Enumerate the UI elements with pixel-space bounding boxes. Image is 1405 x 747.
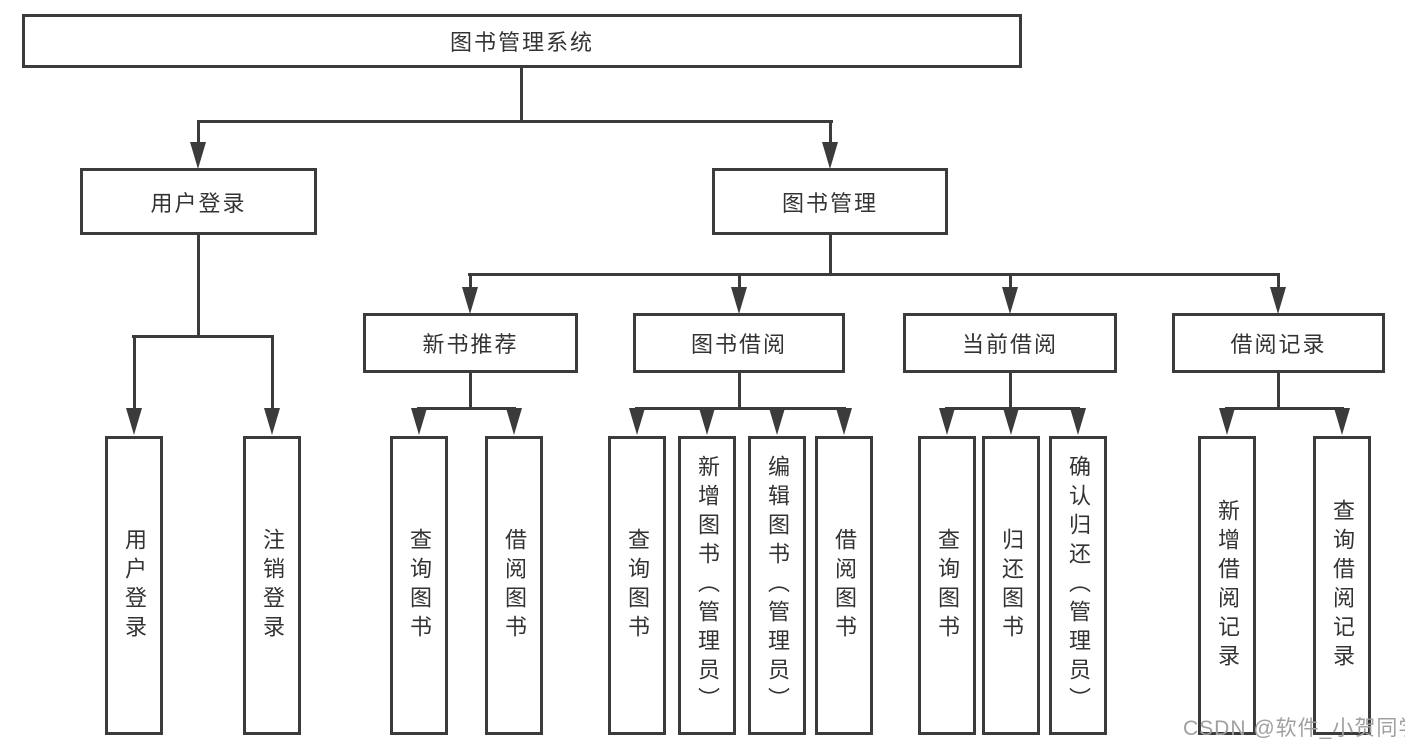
leaf-borrow-books-new: 借阅图书 — [485, 436, 543, 735]
connector-line — [829, 235, 832, 276]
node-label: 用户登录 — [150, 190, 247, 216]
connector-line — [133, 335, 136, 411]
leaf-label: 查询图书 — [407, 527, 432, 644]
node-book-management: 图书管理 — [712, 168, 948, 235]
node-book-borrowing: 图书借阅 — [633, 313, 845, 373]
leaf-query-books-current: 查询图书 — [918, 436, 976, 735]
leaf-query-borrow-record: 查询借阅记录 — [1313, 436, 1371, 735]
arrow-down-icon — [731, 287, 747, 314]
leaf-borrow-books-borrow: 借阅图书 — [815, 436, 873, 735]
watermark: CSDN @软件_小贺同学 — [1183, 717, 1405, 740]
node-label: 当前借阅 — [961, 332, 1058, 357]
leaf-label: 确认归还（管理员） — [1066, 455, 1091, 716]
leaf-label: 新增借阅记录 — [1215, 498, 1240, 673]
connector-line — [1009, 373, 1012, 410]
leaf-label: 编辑图书（管理员） — [765, 455, 790, 716]
leaf-confirm-return-admin: 确认归还（管理员） — [1049, 436, 1107, 735]
connector-line — [271, 335, 274, 411]
arrow-down-icon — [1270, 287, 1286, 314]
arrow-down-icon — [836, 408, 852, 435]
leaf-label: 查询图书 — [935, 527, 960, 644]
arrow-down-icon — [1002, 287, 1018, 314]
connector-line — [635, 407, 846, 410]
connector-line — [829, 120, 832, 146]
node-root: 图书管理系统 — [22, 14, 1022, 68]
leaf-query-books-new: 查询图书 — [390, 436, 448, 735]
connector-line — [1277, 373, 1280, 410]
leaf-label: 用户登录 — [122, 527, 147, 644]
connector-line — [1009, 273, 1012, 290]
leaf-label: 新增图书（管理员） — [695, 455, 720, 716]
leaf-logout: 注销登录 — [243, 436, 301, 735]
arrow-down-icon — [1070, 408, 1086, 435]
connector-line — [738, 273, 741, 290]
leaf-label: 借阅图书 — [502, 527, 527, 644]
arrow-down-icon — [1334, 408, 1350, 435]
connector-line — [469, 273, 472, 290]
node-label: 新书推荐 — [422, 332, 519, 357]
arrow-down-icon — [1219, 408, 1235, 435]
leaf-label: 查询借阅记录 — [1330, 498, 1355, 673]
leaf-edit-book-admin: 编辑图书（管理员） — [748, 436, 806, 735]
connector-line — [417, 407, 516, 410]
arrow-down-icon — [506, 408, 522, 435]
leaf-add-borrow-record: 新增借阅记录 — [1198, 436, 1256, 735]
node-label: 图书管理 — [781, 190, 878, 216]
leaf-user-login: 用户登录 — [105, 436, 163, 735]
arrow-down-icon — [411, 408, 427, 435]
node-label: 借阅记录 — [1230, 332, 1327, 357]
arrow-down-icon — [699, 408, 715, 435]
arrow-down-icon — [769, 408, 785, 435]
connector-line — [132, 335, 274, 338]
leaf-return-book: 归还图书 — [982, 436, 1040, 735]
arrow-down-icon — [629, 408, 645, 435]
node-label: 图书借阅 — [690, 332, 787, 357]
arrow-down-icon — [822, 142, 838, 169]
node-user-login: 用户登录 — [80, 168, 317, 235]
node-label: 图书管理系统 — [449, 30, 594, 55]
arrow-down-icon — [939, 408, 955, 435]
arrow-down-icon — [1003, 408, 1019, 435]
arrow-down-icon — [462, 287, 478, 314]
arrow-down-icon — [190, 142, 206, 169]
node-borrowing-records: 借阅记录 — [1172, 313, 1385, 373]
arrow-down-icon — [126, 408, 142, 435]
leaf-label: 借阅图书 — [832, 527, 857, 644]
node-new-book-recommend: 新书推荐 — [363, 313, 578, 373]
node-current-borrowing: 当前借阅 — [903, 313, 1117, 373]
connector-line — [197, 235, 200, 338]
connector-line — [738, 373, 741, 410]
connector-line — [1277, 273, 1280, 290]
connector-line — [520, 66, 523, 122]
leaf-add-book-admin: 新增图书（管理员） — [678, 436, 736, 735]
connector-line — [469, 373, 472, 410]
connector-line — [1225, 407, 1344, 410]
connector-line — [197, 120, 200, 146]
connector-line — [197, 120, 833, 123]
leaf-label: 查询图书 — [625, 527, 650, 644]
connector-line — [468, 273, 1280, 276]
leaf-label: 归还图书 — [999, 527, 1024, 644]
leaf-label: 注销登录 — [260, 527, 285, 644]
arrow-down-icon — [264, 408, 280, 435]
leaf-query-books-borrow: 查询图书 — [608, 436, 666, 735]
